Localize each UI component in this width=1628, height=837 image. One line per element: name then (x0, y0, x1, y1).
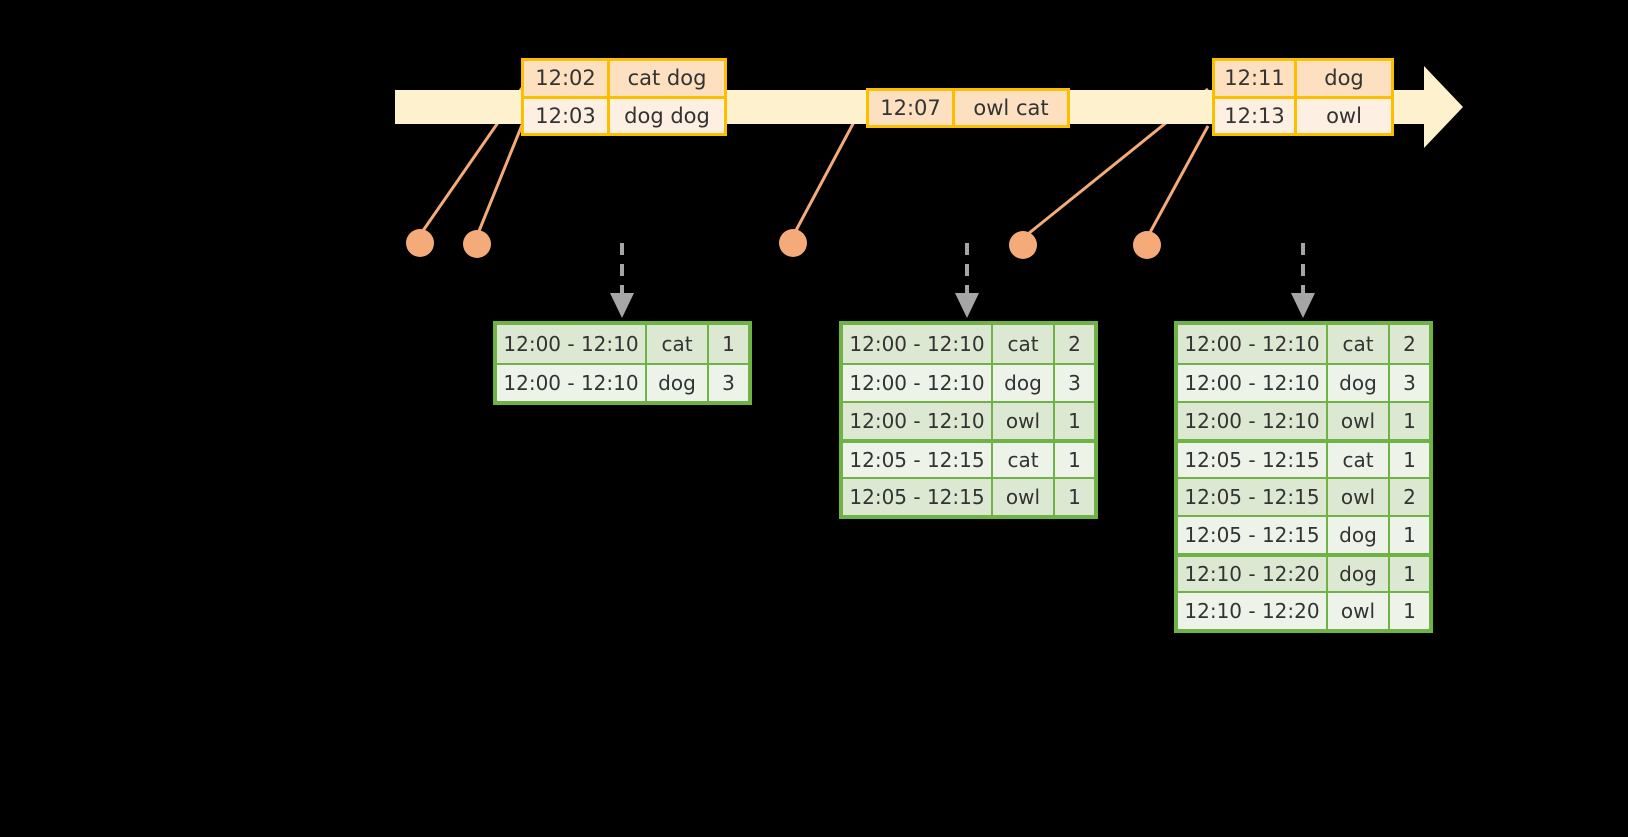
result-table-1[interactable]: 12:00 - 12:10 cat 1 12:00 - 12:10 dog 3 (493, 321, 752, 405)
cell-word: owl (1328, 403, 1390, 439)
cell-count: 1 (1068, 409, 1081, 433)
cell-word: cat (993, 325, 1055, 363)
table-row[interactable]: 12:10 - 12:20 owl 1 (1178, 591, 1429, 629)
table-row[interactable]: 12:00 - 12:10 cat 1 (497, 325, 748, 363)
cell-window: 12:00 - 12:10 (497, 365, 647, 401)
connector-line-2 (475, 124, 524, 237)
cell-word: dog (993, 365, 1055, 401)
cell-word: cat (993, 443, 1055, 477)
cell-count: 1 (1403, 409, 1416, 433)
connector-line-1 (418, 87, 524, 236)
cell-word: dog (647, 365, 709, 401)
table-row[interactable]: 12:00 - 12:10 owl 1 (843, 401, 1094, 439)
cell-count: 1 (1403, 562, 1416, 586)
table-row[interactable]: 12:10 - 12:20 dog 1 (1178, 553, 1429, 591)
cell-count: 2 (1403, 332, 1416, 356)
cell-window: 12:05 - 12:15 (1178, 443, 1328, 477)
cell-window: 12:00 - 12:10 (843, 403, 993, 439)
connector-line-5 (1145, 125, 1210, 239)
cell-window: 12:00 - 12:10 (843, 325, 993, 363)
cell-word: cat (1328, 443, 1390, 477)
event-dot-1 (406, 229, 434, 257)
event-words: dog (1324, 66, 1364, 91)
table-row[interactable]: 12:05 - 12:15 cat 1 (843, 439, 1094, 477)
event-row[interactable]: 12:13 owl (1215, 95, 1391, 133)
cell-word: cat (1328, 325, 1390, 363)
event-dot-5 (1133, 231, 1161, 259)
event-words: owl cat (973, 96, 1049, 120)
table-row[interactable]: 12:05 - 12:15 dog 1 (1178, 515, 1429, 553)
table-row[interactable]: 12:00 - 12:10 dog 3 (1178, 363, 1429, 401)
cell-window: 12:00 - 12:10 (1178, 365, 1328, 401)
table-row[interactable]: 12:05 - 12:15 cat 1 (1178, 439, 1429, 477)
event-dot-2 (463, 230, 491, 258)
event-time: 12:13 (1215, 98, 1297, 133)
cell-word: owl (1328, 593, 1390, 629)
cell-count: 2 (1068, 332, 1081, 356)
cell-word: dog (1328, 365, 1390, 401)
event-group-3[interactable]: 12:11 dog 12:13 owl (1212, 58, 1394, 136)
table-row[interactable]: 12:00 - 12:10 dog 3 (843, 363, 1094, 401)
cell-count: 3 (1068, 371, 1081, 395)
cell-word: owl (993, 403, 1055, 439)
event-row[interactable]: 12:11 dog (1215, 61, 1391, 96)
cell-count: 3 (1403, 371, 1416, 395)
cell-count: 2 (1403, 485, 1416, 509)
event-words: cat dog (627, 66, 707, 91)
down-arrow-2 (955, 243, 979, 318)
table-row[interactable]: 12:05 - 12:15 owl 2 (1178, 477, 1429, 515)
table-row[interactable]: 12:00 - 12:10 owl 1 (1178, 401, 1429, 439)
event-row[interactable]: 12:07 owl cat (869, 91, 1067, 125)
result-table-2[interactable]: 12:00 - 12:10 cat 2 12:00 - 12:10 dog 3 … (839, 321, 1098, 519)
cell-window: 12:05 - 12:15 (843, 443, 993, 477)
table-row[interactable]: 12:00 - 12:10 dog 3 (497, 363, 748, 401)
cell-window: 12:05 - 12:15 (1178, 517, 1328, 553)
cell-word: owl (1328, 479, 1390, 515)
cell-window: 12:05 - 12:15 (843, 479, 993, 515)
event-group-1[interactable]: 12:02 cat dog 12:03 dog dog (521, 58, 727, 136)
cell-window: 12:00 - 12:10 (497, 325, 647, 363)
event-time: 12:07 (869, 91, 955, 125)
table-row[interactable]: 12:05 - 12:15 owl 1 (843, 477, 1094, 515)
event-words: dog dog (624, 103, 710, 128)
event-time: 12:03 (524, 98, 610, 133)
cell-word: dog (1328, 557, 1390, 591)
cell-window: 12:00 - 12:10 (1178, 325, 1328, 363)
down-arrow-3 (1291, 243, 1315, 318)
connector-line-3 (791, 106, 864, 237)
cell-count: 1 (1068, 485, 1081, 509)
event-dot-4 (1009, 231, 1037, 259)
cell-window: 12:05 - 12:15 (1178, 479, 1328, 515)
cell-window: 12:10 - 12:20 (1178, 593, 1328, 629)
table-row[interactable]: 12:00 - 12:10 cat 2 (843, 325, 1094, 363)
table-row[interactable]: 12:00 - 12:10 cat 2 (1178, 325, 1429, 363)
cell-count: 1 (1403, 523, 1416, 547)
event-time: 12:02 (524, 61, 610, 96)
event-row[interactable]: 12:03 dog dog (524, 95, 724, 133)
event-row[interactable]: 12:02 cat dog (524, 61, 724, 96)
cell-count: 1 (1403, 448, 1416, 472)
cell-window: 12:00 - 12:10 (843, 365, 993, 401)
event-group-2[interactable]: 12:07 owl cat (866, 88, 1070, 128)
down-arrow-1 (610, 243, 634, 318)
cell-count: 1 (1403, 599, 1416, 623)
event-words: owl (1326, 103, 1362, 128)
cell-count: 1 (722, 332, 735, 356)
cell-window: 12:00 - 12:10 (1178, 403, 1328, 439)
cell-window: 12:10 - 12:20 (1178, 557, 1328, 591)
cell-word: dog (1328, 517, 1390, 553)
cell-count: 3 (722, 371, 735, 395)
event-dot-3 (779, 229, 807, 257)
cell-count: 1 (1068, 448, 1081, 472)
result-table-3[interactable]: 12:00 - 12:10 cat 2 12:00 - 12:10 dog 3 … (1174, 321, 1433, 633)
event-time: 12:11 (1215, 61, 1297, 96)
cell-word: owl (993, 479, 1055, 515)
cell-word: cat (647, 325, 709, 363)
